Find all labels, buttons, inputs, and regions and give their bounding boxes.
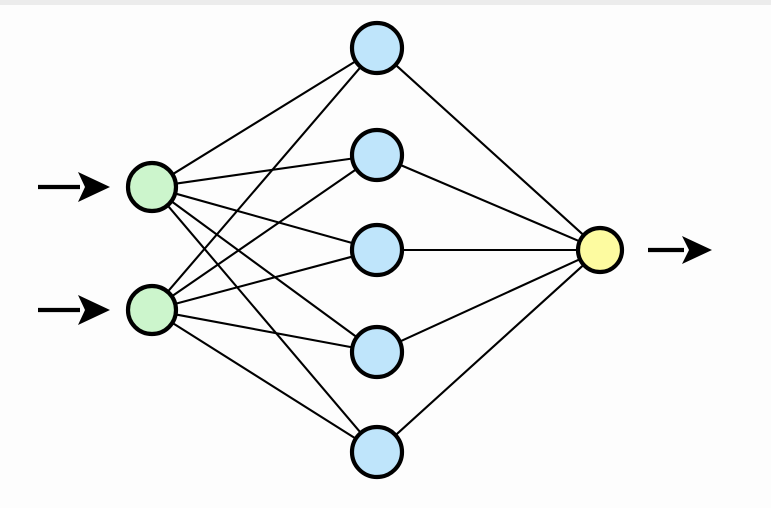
edge-i1-to-h1 <box>169 59 359 177</box>
edge-h5-to-o1 <box>392 262 587 438</box>
edge-i1-to-h5 <box>165 202 364 436</box>
output-node-1[interactable] <box>575 225 625 275</box>
io-arrows-group <box>38 172 712 325</box>
input-arrow-1 <box>38 172 110 202</box>
edge-i1-to-h2 <box>172 157 356 185</box>
input-arrow-2-head <box>78 295 110 325</box>
input-node-2[interactable] <box>125 283 179 337</box>
output-arrow-1 <box>648 236 712 264</box>
hidden-node-1[interactable] <box>349 20 405 76</box>
hidden-node-5[interactable] <box>349 424 405 480</box>
edges-group <box>165 59 587 441</box>
output-arrow-1-head <box>682 236 712 264</box>
edge-i2-to-h1 <box>165 64 364 295</box>
nodes-group <box>125 20 625 480</box>
edge-h2-to-o1 <box>397 162 583 244</box>
input-node-1[interactable] <box>125 160 179 214</box>
hidden-node-3[interactable] <box>349 222 405 278</box>
input-arrow-1-head <box>78 172 110 202</box>
edge-i2-to-h2 <box>169 166 360 299</box>
edge-h4-to-o1 <box>396 257 583 344</box>
edge-i2-to-h4 <box>172 312 356 349</box>
edge-i1-to-h3 <box>172 191 356 245</box>
hidden-node-4[interactable] <box>349 324 405 380</box>
edge-i1-to-h4 <box>168 198 360 340</box>
hidden-node-2[interactable] <box>349 127 405 183</box>
input-arrow-2 <box>38 295 110 325</box>
edge-i2-to-h5 <box>169 320 359 441</box>
top-band-decoration <box>0 0 771 5</box>
edge-i2-to-h3 <box>172 254 356 306</box>
edge-h1-to-o1 <box>392 62 587 238</box>
